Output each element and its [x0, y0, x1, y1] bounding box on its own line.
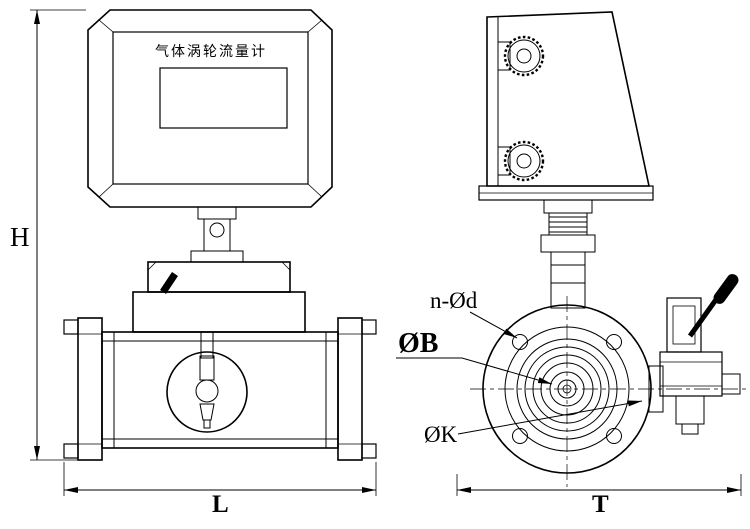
left-flange-tab-bottom: [63, 443, 79, 459]
left-flange: [77, 317, 103, 461]
display-window: [159, 67, 288, 129]
flowmeter-title: 气体涡轮流量计: [155, 44, 267, 60]
bolt-hole: [606, 428, 622, 444]
head-inner-frame: [112, 31, 309, 185]
pipe-section: [63, 317, 377, 461]
bolt-hole: [512, 428, 528, 444]
small-lever: [160, 272, 178, 294]
dimension-l: L: [63, 462, 377, 518]
flange-outer-circle: [482, 304, 652, 474]
right-flange: [337, 317, 363, 461]
left-flange-tab-top: [63, 319, 79, 335]
right-flange-tab-top: [361, 319, 377, 335]
label-bolt-holes-group: n-Ød: [430, 288, 518, 339]
label-bolt-circle-group: ØK: [424, 400, 643, 447]
dimension-h: H: [10, 9, 86, 461]
hand-lever: [687, 274, 739, 338]
bolt-circle-label: ØK: [424, 422, 458, 447]
side-neck: [540, 199, 596, 309]
bolt-holes-label: n-Ød: [430, 288, 478, 313]
flange-face: [470, 296, 746, 487]
flange-od-label: ØB: [398, 328, 438, 359]
turbine-boss: [166, 331, 248, 433]
bolt-hole: [512, 334, 528, 350]
label-flange-od-group: ØB: [396, 328, 553, 385]
front-view: 气体涡轮流量计: [10, 9, 377, 518]
head-outer-case: [87, 9, 333, 208]
head-corner-bevels: [98, 19, 323, 198]
dim-h-label: H: [10, 222, 30, 252]
dim-l-label: L: [212, 491, 229, 518]
body-lower-block: [132, 291, 306, 333]
bolt-hole: [606, 334, 622, 350]
lever-grip: [713, 274, 739, 304]
display-head: 气体涡轮流量计: [87, 9, 333, 208]
dim-t-label: T: [592, 491, 609, 518]
right-flange-tab-bottom: [361, 443, 377, 459]
head-neck: [190, 206, 244, 263]
cable-gland-bottom: [497, 140, 545, 182]
cable-gland-top: [497, 35, 545, 77]
terminal-box: [478, 11, 654, 201]
sensor-bracket: [648, 274, 741, 435]
side-view: n-Ød ØB ØK T: [396, 11, 746, 518]
meter-body: [132, 261, 306, 333]
dimension-t: T: [456, 474, 742, 518]
